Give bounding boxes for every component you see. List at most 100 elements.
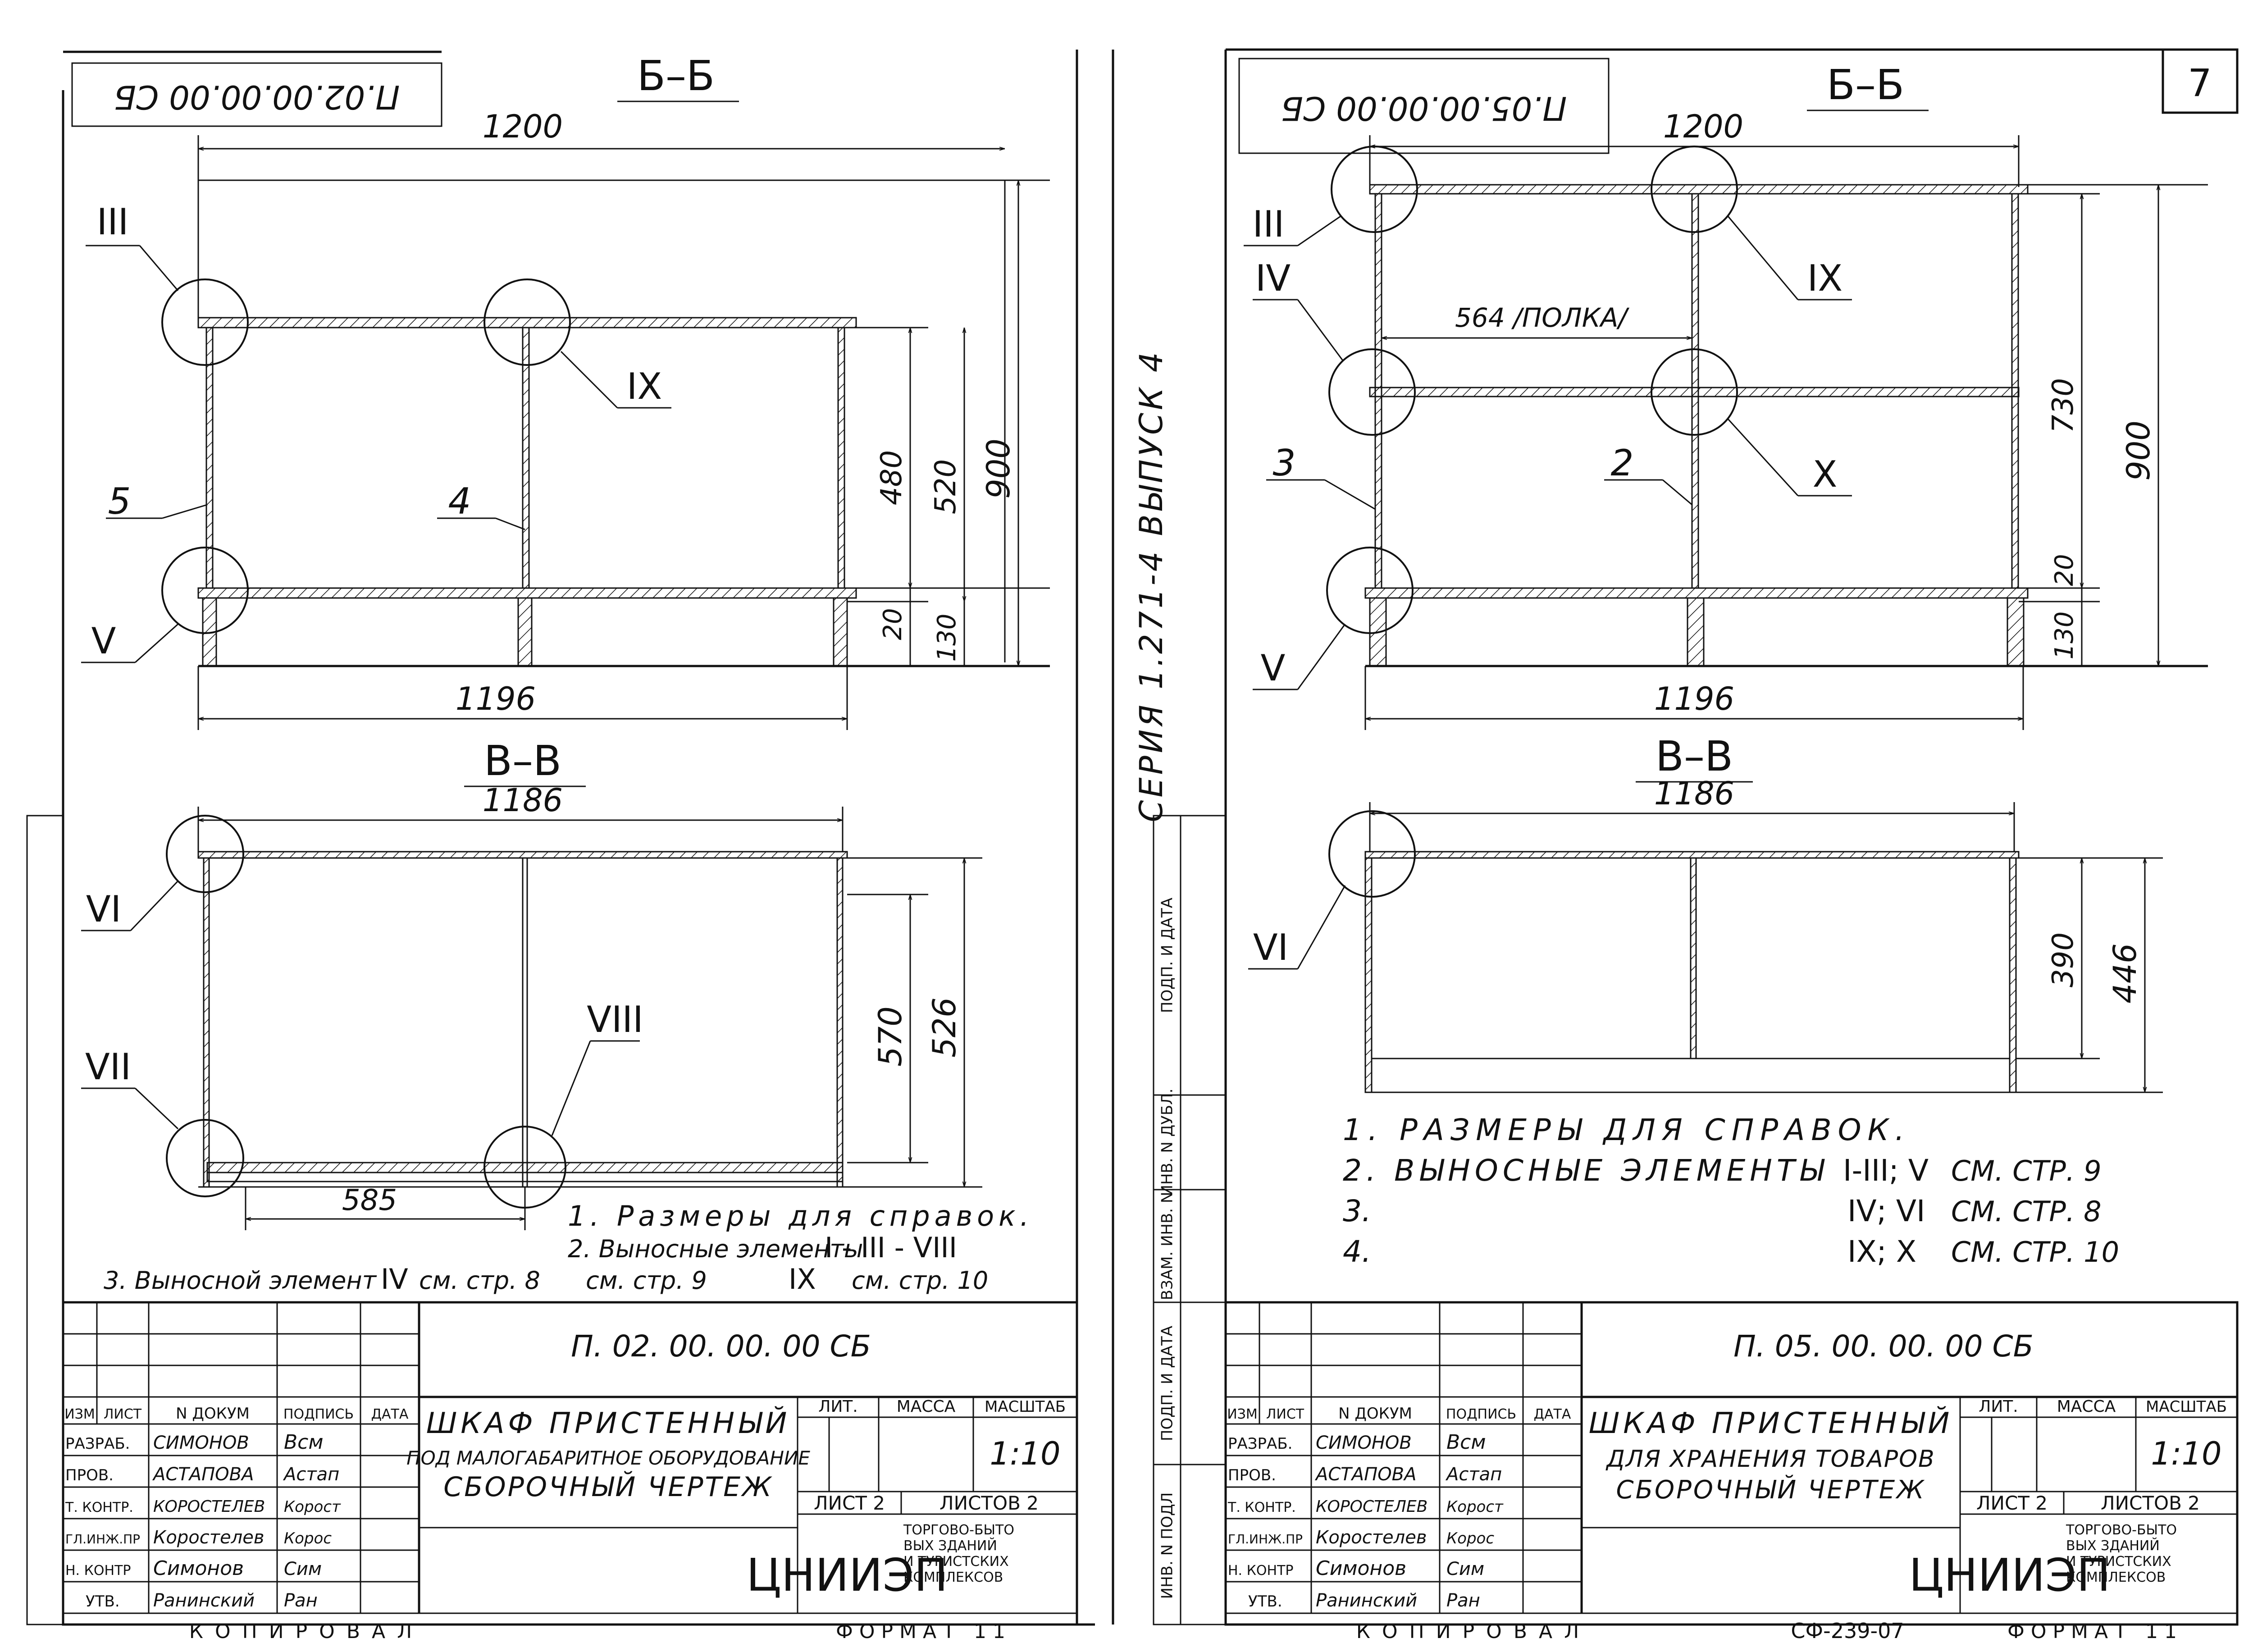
right-note-4b: IX; X xyxy=(1847,1234,1916,1269)
left-doc-code: П. 02. 00. 00. 00 СБ xyxy=(571,1329,871,1364)
left-col-scale: МАСШТАБ xyxy=(985,1398,1066,1416)
left-pos-5: 5 xyxy=(108,480,131,522)
left-stamp-role-4: Н. КОНТР xyxy=(65,1563,131,1579)
right-dim-1200: 1200 xyxy=(1663,108,1743,145)
left-stamp-name-3: Коростелев xyxy=(153,1527,264,1548)
left-dim-526: 526 xyxy=(926,997,963,1058)
left-org-text-2: И ТУРИСТСКИХ xyxy=(903,1554,1009,1570)
left-code-box: П.02.00.00.00 СБ xyxy=(71,62,442,127)
right-stamp-name-4: Симонов xyxy=(1316,1557,1406,1580)
right-dim-1186: 1186 xyxy=(1654,775,1734,812)
left-stamp-sig-4: Сим xyxy=(284,1559,322,1579)
right-dim-446: 446 xyxy=(2107,943,2144,1004)
right-note-3a: 3. xyxy=(1343,1194,1371,1228)
left-title-3: СБОРОЧНЫЙ ЧЕРТЕЖ xyxy=(443,1471,773,1503)
left-note-3b: IV xyxy=(381,1263,408,1296)
right-stamp-role-0: РАЗРАБ. xyxy=(1228,1435,1292,1453)
left-note-3a: 3. Выносной элемент xyxy=(104,1266,377,1295)
left-note-3c: см. стр. 8 xyxy=(419,1266,540,1295)
right-callout-3: III xyxy=(1253,203,1285,245)
right-section-bb-title: Б–Б xyxy=(1827,61,1904,109)
left-stamp-h4: ДАТА xyxy=(371,1406,409,1422)
right-note-1: 1. РАЗМЕРЫ ДЛЯ СПРАВОК. xyxy=(1343,1113,1911,1147)
left-dim-480: 480 xyxy=(875,450,908,505)
left-callout-5: V xyxy=(91,620,116,662)
right-format: ФОРМАТ 11 xyxy=(2007,1620,2183,1643)
right-scale: 1:10 xyxy=(2151,1435,2221,1472)
left-dim-900: 900 xyxy=(980,438,1017,499)
right-stamp-sig-1: Астап xyxy=(1445,1464,1502,1485)
right-dim-900: 900 xyxy=(2120,420,2157,481)
left-section-vv: В–В 1186 570 526 585 xyxy=(81,737,982,1230)
left-stamp-sig-1: Астап xyxy=(283,1464,339,1485)
left-note-1: 1. Размеры для справок. xyxy=(568,1200,1033,1232)
right-stamp-h0: ИЗМ xyxy=(1227,1406,1258,1422)
left-org-text-1: ВЫХ ЗДАНИЙ xyxy=(903,1538,997,1554)
right-pos-2: 2 xyxy=(1611,442,1634,484)
left-org-text-0: ТОРГОВО-БЫТО xyxy=(903,1522,1014,1538)
right-org-text-2: И ТУРИСТСКИХ xyxy=(2066,1554,2171,1570)
left-stamp-h3: ПОДПИСЬ xyxy=(283,1406,354,1422)
left-note-2d: IX xyxy=(789,1263,816,1296)
right-stamp-name-5: Ранинский xyxy=(1316,1590,1417,1611)
right-dim-1196: 1196 xyxy=(1654,680,1734,717)
right-stamp-role-5: УТВ. xyxy=(1248,1593,1282,1611)
left-stamp-h0: ИЗМ xyxy=(64,1406,95,1422)
left-callout-3: III xyxy=(97,201,129,243)
left-stamp-h1: ЛИСТ xyxy=(104,1406,142,1422)
right-dim-390: 390 xyxy=(2047,932,2080,987)
right-stamp-h1: ЛИСТ xyxy=(1266,1406,1304,1422)
right-col-lit: ЛИТ. xyxy=(1979,1397,2018,1416)
left-note-2a: 2. Выносные элементы xyxy=(568,1235,863,1263)
left-stamp-role-5: УТВ. xyxy=(86,1593,120,1611)
sheet-number-box: 7 xyxy=(2162,48,2239,114)
right-stamp-h2: N ДОКУМ xyxy=(1338,1405,1412,1423)
right-callout-5: V xyxy=(1261,647,1286,689)
right-note-3b: IV; VI xyxy=(1847,1194,1925,1228)
right-stamp-name-0: СИМОНОВ xyxy=(1316,1433,1412,1453)
left-stamp-name-2: КОРОСТЕЛЕВ xyxy=(153,1497,265,1516)
right-code-rotated: П.05.00.00.00 СБ xyxy=(1281,89,1567,127)
right-stamp-role-3: ГЛ.ИНЖ.ПР xyxy=(1228,1532,1303,1547)
side-strip-0: ИНВ. N ПОДЛ xyxy=(1158,1492,1177,1599)
left-title-block: ИЗМ ЛИСТ N ДОКУМ ПОДПИСЬ ДАТА РАЗРАБ. ПР… xyxy=(62,1301,1078,1643)
left-note-2c: см. стр. 9 xyxy=(586,1266,707,1295)
right-col-scale: МАСШТАБ xyxy=(2146,1398,2227,1416)
left-title-1: ШКАФ ПРИСТЕННЫЙ xyxy=(426,1406,790,1440)
right-shelf-dim: 564 /ПОЛКА/ xyxy=(1455,302,1629,333)
side-strip: ИНВ. N ПОДЛ ПОДП. И ДАТА ВЗАМ. ИНВ. N ИН… xyxy=(1153,815,1227,1625)
left-dim-1200: 1200 xyxy=(483,108,563,145)
left-dim-1196: 1196 xyxy=(456,680,536,717)
right-code-box: П.05.00.00.00 СБ xyxy=(1238,58,1610,154)
side-strip-3: ИНВ. N ДУБЛ. xyxy=(1158,1088,1177,1196)
right-stamp-role-2: Т. КОНТР. xyxy=(1227,1500,1296,1515)
right-note-3c: СМ. СТР. 8 xyxy=(1951,1195,2102,1228)
right-stamp-role-4: Н. КОНТР xyxy=(1228,1563,1294,1579)
right-dim-20: 20 xyxy=(2050,554,2079,586)
right-note-2a: 2. ВЫНОСНЫЕ ЭЛЕМЕНТЫ xyxy=(1343,1153,1828,1188)
left-stamp-name-0: СИМОНОВ xyxy=(153,1433,249,1453)
series-text: СЕРИЯ 1.271-4 ВЫПУСК 4 xyxy=(1133,350,1170,822)
right-col-mass: МАССА xyxy=(2057,1397,2116,1416)
left-org-text-3: КОМПЛЕКСОВ xyxy=(903,1570,1003,1585)
right-callout-6: VI xyxy=(1253,926,1288,968)
right-stamp-name-3: Коростелев xyxy=(1316,1527,1427,1548)
right-stamp-h4: ДАТА xyxy=(1534,1406,1571,1422)
right-title-3: СБОРОЧНЫЙ ЧЕРТЕЖ xyxy=(1616,1475,1926,1505)
left-footer: КОПИРОВАЛ xyxy=(189,1620,424,1643)
left-stamp-sig-3: Корос xyxy=(284,1529,332,1547)
right-note-2b: I-III; V xyxy=(1843,1153,1929,1188)
right-stamp-role-1: ПРОВ. xyxy=(1228,1466,1276,1484)
left-stamp-sig-0: Всм xyxy=(284,1431,324,1454)
right-stamp-sig-2: Корост xyxy=(1446,1498,1504,1516)
left-col-lit: ЛИТ. xyxy=(818,1397,857,1416)
right-stamp-sig-4: Сим xyxy=(1446,1559,1484,1579)
right-org-text-1: ВЫХ ЗДАНИЙ xyxy=(2066,1538,2160,1554)
left-stamp-role-3: ГЛ.ИНЖ.ПР xyxy=(65,1532,140,1547)
right-sheet-no: ЛИСТ 2 xyxy=(1976,1492,2048,1514)
right-note-4c: СМ. СТР. 10 xyxy=(1951,1236,2119,1269)
left-stamp-name-1: АСТАПОВА xyxy=(152,1464,254,1485)
left-stamp-name-5: Ранинский xyxy=(153,1590,255,1611)
left-callout-7: VII xyxy=(85,1046,131,1088)
sheet-number: 7 xyxy=(2188,61,2212,105)
